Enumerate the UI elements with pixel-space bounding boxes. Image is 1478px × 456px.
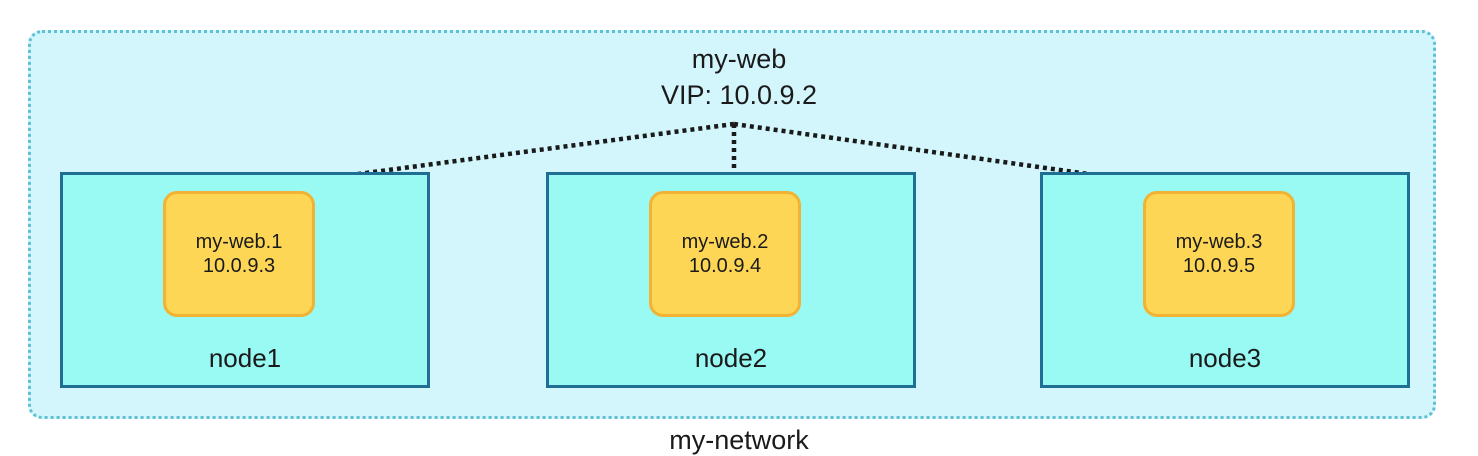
node-label: node1 (208, 343, 282, 373)
task-name: my-web.2 (681, 231, 769, 253)
service-vip: VIP: 10.0.9.2 (660, 80, 818, 110)
task-box-3: my-web.3 10.0.9.5 (1143, 191, 1295, 317)
task-box-1: my-web.1 10.0.9.3 (163, 191, 315, 317)
service-name: my-web (691, 44, 787, 74)
task-ip: 10.0.9.4 (688, 255, 762, 277)
task-name: my-web.3 (1175, 231, 1263, 253)
node-box-2: my-web.2 10.0.9.4 node2 (546, 172, 916, 388)
task-ip: 10.0.9.5 (1182, 255, 1256, 277)
node-label: node2 (694, 343, 768, 373)
node-box-1: my-web.1 10.0.9.3 node1 (60, 172, 430, 388)
task-ip: 10.0.9.3 (202, 255, 276, 277)
task-box-2: my-web.2 10.0.9.4 (649, 191, 801, 317)
node-label: node3 (1188, 343, 1262, 373)
task-name: my-web.1 (195, 231, 283, 253)
node-box-3: my-web.3 10.0.9.5 node3 (1040, 172, 1410, 388)
network-name: my-network (669, 425, 809, 455)
